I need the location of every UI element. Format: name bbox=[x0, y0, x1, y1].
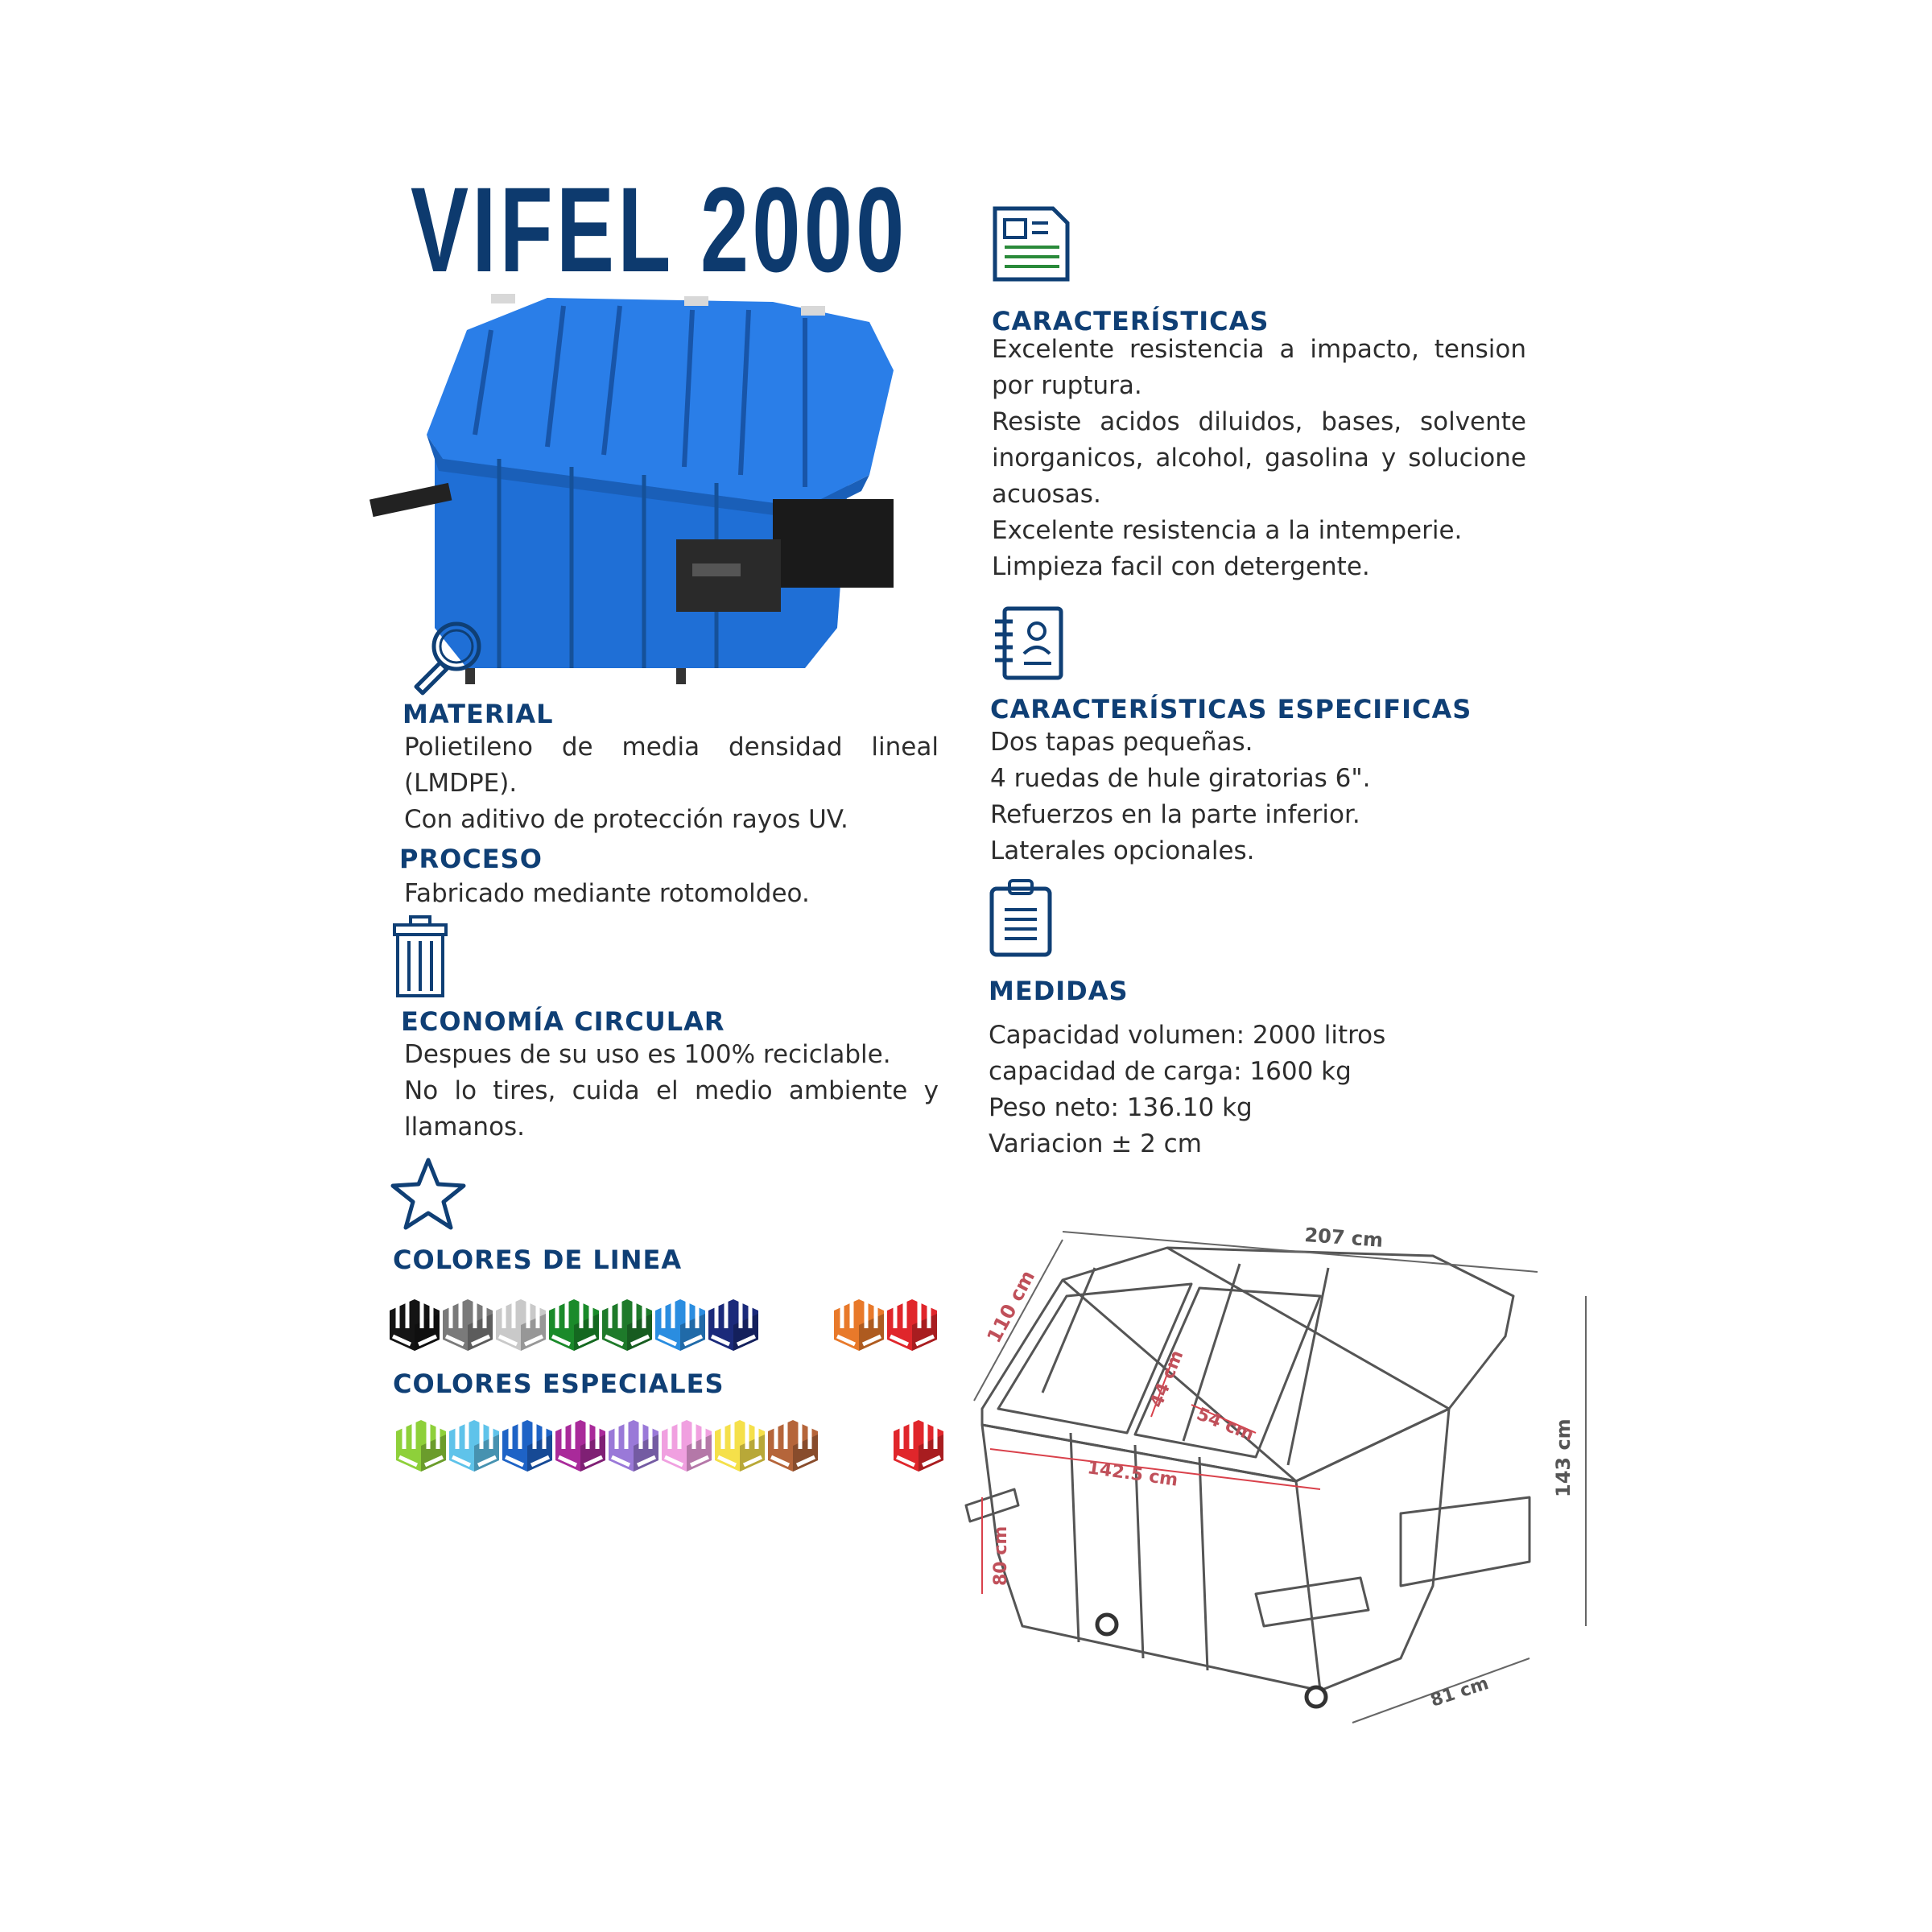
economia-line-2: No lo tires, cuida el medio ambiente y bbox=[404, 1076, 939, 1105]
color-swatch bbox=[705, 1296, 762, 1354]
caracteristicas-text: Excelente resistencia a impacto, tension… bbox=[992, 332, 1526, 585]
economia-line-3: llamanos. bbox=[404, 1113, 526, 1141]
magnifier-icon bbox=[407, 616, 487, 696]
medidas-heading: MEDIDAS bbox=[989, 976, 1129, 1006]
medidas-line-3: Peso neto: 136.10 kg bbox=[989, 1093, 1253, 1122]
material-line-3: Con aditivo de protección rayos UV. bbox=[404, 805, 848, 834]
color-swatch bbox=[890, 1417, 947, 1475]
material-heading: MATERIAL bbox=[402, 699, 554, 729]
color-swatch bbox=[386, 1296, 443, 1354]
especificas-line-1: Dos tapas pequeñas. bbox=[990, 728, 1253, 757]
dim-front-label: 142.5 cm bbox=[1086, 1458, 1179, 1491]
color-swatch bbox=[605, 1417, 662, 1475]
color-swatch bbox=[493, 1296, 549, 1354]
clipboard-icon bbox=[987, 877, 1055, 958]
colores-linea-swatches bbox=[386, 1296, 937, 1354]
medidas-line-1: Capacidad volumen: 2000 litros bbox=[989, 1021, 1386, 1050]
colores-linea-heading: COLORES DE LINEA bbox=[393, 1245, 683, 1275]
dim-width-label: 207 cm bbox=[1304, 1224, 1384, 1252]
economia-heading: ECONOMÍA CIRCULAR bbox=[401, 1006, 725, 1037]
caracteristicas-line-1: Excelente resistencia a impacto, tension bbox=[992, 335, 1526, 364]
especificas-text: Dos tapas pequeñas. 4 ruedas de hule gir… bbox=[990, 724, 1371, 869]
color-swatch bbox=[652, 1296, 708, 1354]
dim-height-label: 143 cm bbox=[1552, 1418, 1575, 1497]
caracteristicas-line-6: Excelente resistencia a la intemperie. bbox=[992, 516, 1463, 545]
color-swatch bbox=[599, 1296, 655, 1354]
medidas-line-2: capacidad de carga: 1600 kg bbox=[989, 1057, 1352, 1086]
color-swatch bbox=[393, 1417, 449, 1475]
color-swatch bbox=[658, 1417, 715, 1475]
material-line-1: Polietileno de media densidad lineal bbox=[404, 733, 939, 762]
dimension-diagram: 207 cm 143 cm 110 cm 44 cm 54 cm 142.5 c… bbox=[950, 1208, 1610, 1739]
color-swatch bbox=[546, 1296, 602, 1354]
material-text: Polietileno de media densidad lineal (LM… bbox=[404, 729, 939, 838]
medidas-text: Capacidad volumen: 2000 litros capacidad… bbox=[989, 1018, 1385, 1162]
color-swatch bbox=[831, 1296, 887, 1354]
caracteristicas-line-3: Resiste acidos diluidos, bases, solvente bbox=[992, 407, 1526, 436]
caracteristicas-line-2: por ruptura. bbox=[992, 371, 1142, 400]
colores-especiales-heading: COLORES ESPECIALES bbox=[393, 1368, 724, 1399]
proceso-line-1: Fabricado mediante rotomoldeo. bbox=[404, 879, 810, 908]
color-swatch bbox=[552, 1417, 609, 1475]
economia-line-1: Despues de su uso es 100% reciclable. bbox=[404, 1040, 891, 1069]
caracteristicas-line-5: acuosas. bbox=[992, 480, 1101, 509]
color-swatch bbox=[440, 1296, 496, 1354]
economia-text: Despues de su uso es 100% reciclable. No… bbox=[404, 1037, 939, 1146]
color-swatch bbox=[446, 1417, 502, 1475]
especificas-heading: CARACTERÍSTICAS ESPECIFICAS bbox=[990, 694, 1472, 724]
color-swatch bbox=[884, 1296, 940, 1354]
dim-base-label: 81 cm bbox=[1428, 1674, 1491, 1711]
proceso-heading: PROCESO bbox=[399, 844, 543, 874]
color-swatch bbox=[499, 1417, 555, 1475]
especificas-line-2: 4 ruedas de hule giratorias 6". bbox=[990, 764, 1371, 793]
dim-side-label: 80 cm bbox=[991, 1526, 1011, 1586]
dim-lid-b-label: 54 cm bbox=[1194, 1404, 1257, 1445]
notebook-icon bbox=[992, 605, 1067, 681]
trash-bin-icon bbox=[391, 914, 449, 999]
colores-especiales-swatches bbox=[393, 1417, 943, 1475]
color-swatch bbox=[765, 1417, 821, 1475]
document-icon bbox=[990, 205, 1071, 283]
medidas-line-4: Variacion ± 2 cm bbox=[989, 1129, 1202, 1158]
color-swatch bbox=[712, 1417, 768, 1475]
product-image bbox=[354, 274, 918, 692]
especificas-line-4: Laterales opcionales. bbox=[990, 836, 1255, 865]
caracteristicas-heading: CARACTERÍSTICAS bbox=[992, 306, 1269, 336]
product-title: VIFEL 2000 bbox=[411, 162, 908, 297]
material-line-2: (LMDPE). bbox=[404, 769, 518, 798]
especificas-line-3: Refuerzos en la parte inferior. bbox=[990, 800, 1360, 829]
star-icon bbox=[390, 1155, 467, 1232]
caracteristicas-line-7: Limpieza facil con detergente. bbox=[992, 552, 1370, 581]
proceso-text: Fabricado mediante rotomoldeo. bbox=[404, 876, 810, 912]
caracteristicas-line-4: inorganicos, alcohol, gasolina y solucio… bbox=[992, 444, 1526, 473]
